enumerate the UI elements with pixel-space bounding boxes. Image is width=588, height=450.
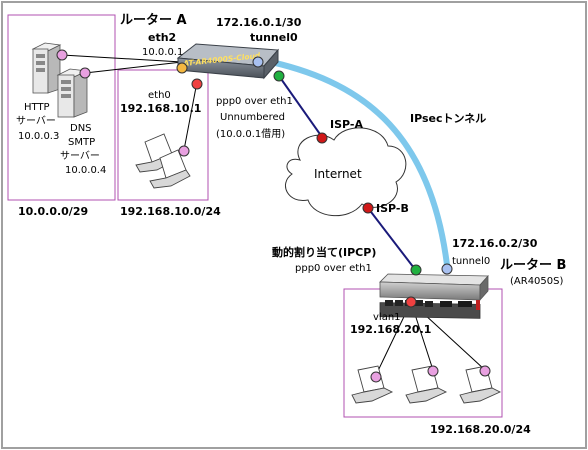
- router-a-unnumbered: Unnumbered: [220, 112, 285, 123]
- router-b-title: ルーター B: [500, 258, 566, 273]
- lan-b-pc2-port-dot: [427, 365, 439, 377]
- router-a-unnumbered-note: (10.0.0.1借用): [216, 128, 285, 140]
- router-b-model: (AR4050S): [510, 276, 563, 287]
- eth2-label: eth2: [148, 31, 176, 44]
- dns-smtp-server-role: サーバー: [60, 150, 100, 162]
- router-b-dynamic-label: 動的割り当て(IPCP): [272, 245, 376, 259]
- internet-label: Internet: [314, 167, 362, 181]
- smtp-server-label: SMTP: [68, 137, 95, 148]
- dns-smtp-server-ip: 10.0.0.4: [65, 165, 106, 176]
- vlan1-port-dot: [405, 296, 417, 308]
- dns-smtp-server-icon: [56, 68, 89, 118]
- eth0-label: eth0: [148, 90, 171, 101]
- router-a-tunnel-label: tunnel0: [250, 31, 298, 44]
- dns-port-dot: [79, 67, 91, 79]
- ipsec-tunnel-line: [259, 57, 450, 268]
- router-a-tunnel-port-dot: [252, 56, 264, 68]
- router-b-tunnel-label: tunnel0: [452, 256, 490, 267]
- lan-a-box: [117, 69, 209, 201]
- http-server-label: HTTP: [24, 102, 50, 113]
- eth2-port-dot: [176, 62, 188, 74]
- lan-b-pc3-port-dot: [479, 365, 491, 377]
- router-a-title: ルーター A: [120, 13, 187, 28]
- ipsec-tunnel-label: IPsecトンネル: [410, 112, 486, 125]
- dns-server-label: DNS: [70, 123, 92, 134]
- link-http-to-eth2: [61, 54, 183, 63]
- eth0-ip: 192.168.10.1: [120, 102, 201, 115]
- isp-a-dot: [316, 132, 328, 144]
- link-isp-b-to-router-b: [367, 207, 415, 269]
- router-a-ppp-port-dot: [273, 70, 285, 82]
- eth0-port-dot: [191, 78, 203, 90]
- link-router-a-to-isp-a: [278, 75, 323, 138]
- router-b-device: [379, 273, 489, 319]
- vlan1-label: vlan1: [373, 312, 401, 323]
- lan-a-laptop-icon: [135, 133, 191, 189]
- http-server-role: サーバー: [16, 115, 56, 127]
- eth2-ip: 10.0.0.1: [142, 47, 183, 58]
- internet-cloud-icon: [285, 127, 407, 217]
- router-b-ppp-label: ppp0 over eth1: [295, 263, 372, 274]
- dmz-box: [7, 14, 116, 201]
- router-a-ppp-label: ppp0 over eth1: [216, 96, 293, 107]
- lan-a-pc-port-dot: [178, 145, 190, 157]
- vlan1-ip: 192.168.20.1: [350, 323, 431, 336]
- isp-b-dot: [362, 202, 374, 214]
- lan-a-subnet: 192.168.10.0/24: [120, 205, 221, 218]
- lan-b-pc1-port-dot: [370, 371, 382, 383]
- lan-b-subnet: 192.168.20.0/24: [430, 423, 531, 436]
- link-dns-to-eth2: [84, 61, 183, 74]
- http-server-icon: [31, 42, 62, 94]
- http-server-ip: 10.0.0.3: [18, 131, 59, 142]
- router-a-device: AT-AR4000S-Cloud: [176, 43, 280, 80]
- router-b-tunnel-port-dot: [441, 263, 453, 275]
- router-a-tunnel-ip: 172.16.0.1/30: [216, 16, 302, 29]
- dmz-subnet: 10.0.0.0/29: [18, 205, 88, 218]
- isp-a-label: ISP-A: [330, 118, 363, 131]
- http-port-dot: [56, 49, 68, 61]
- router-b-ppp-port-dot: [410, 264, 422, 276]
- router-b-tunnel-ip: 172.16.0.2/30: [452, 237, 538, 250]
- isp-b-label: ISP-B: [376, 202, 409, 215]
- link-eth0-to-lan-a: [183, 81, 198, 151]
